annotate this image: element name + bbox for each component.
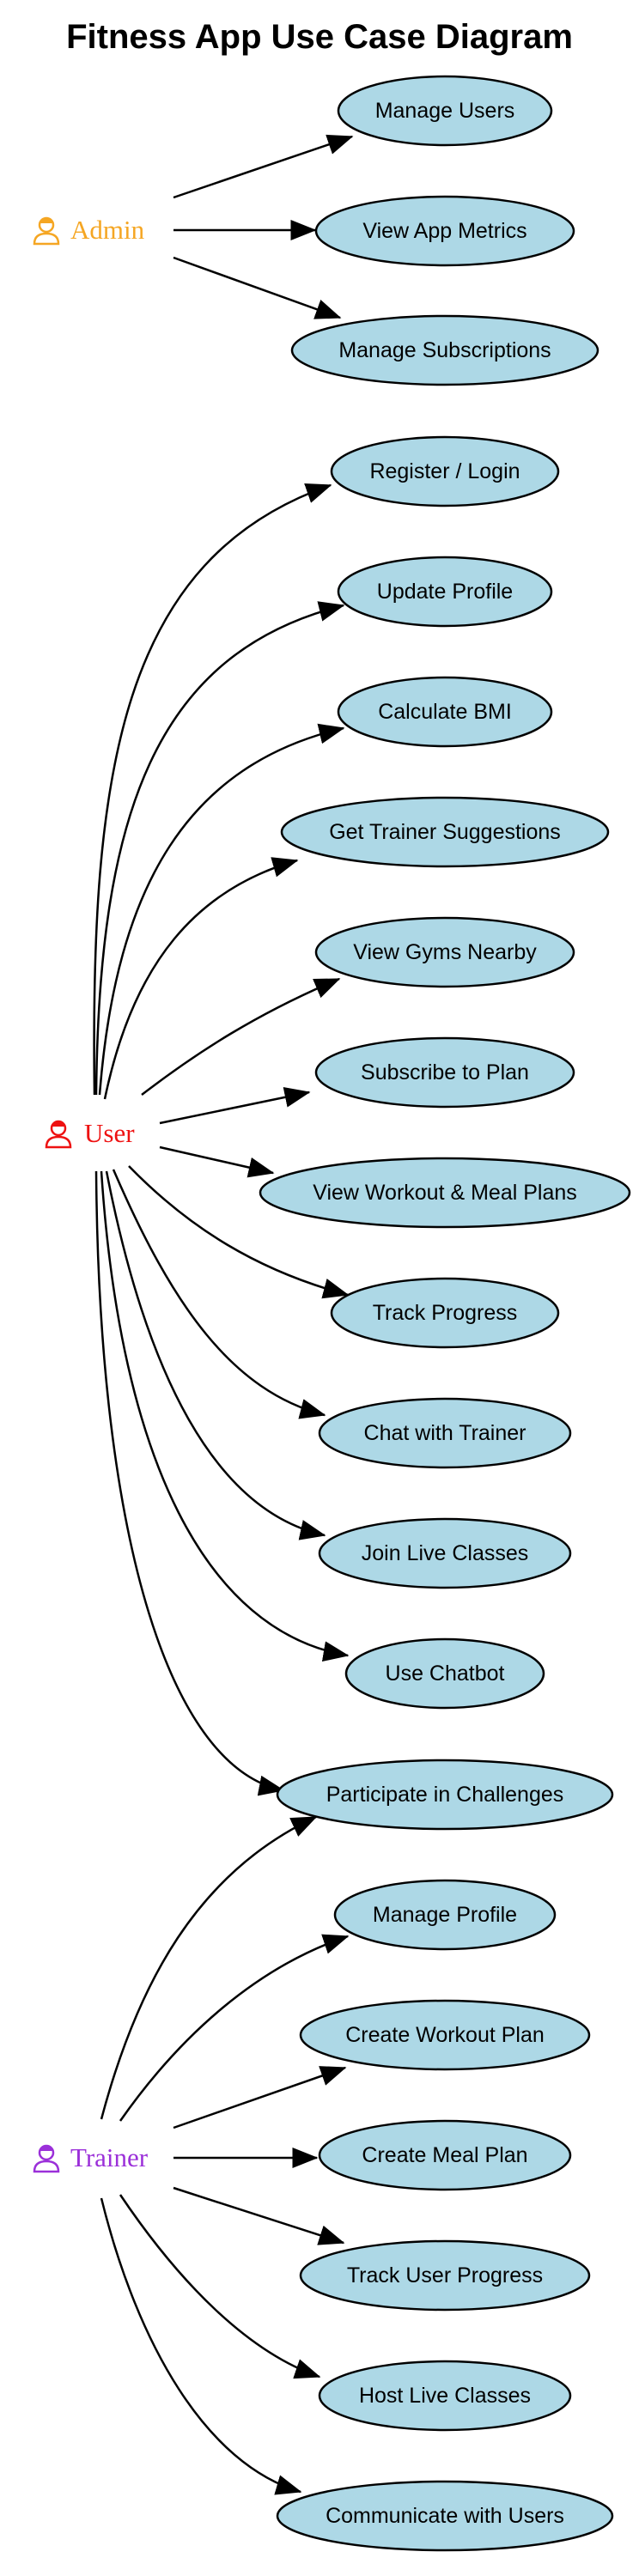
use-case-ellipse [337,75,553,147]
use-case-ellipse [318,1517,572,1589]
edge-user-to-track-progress [128,1165,350,1299]
edge-trainer-to-host-live-classes [119,2194,321,2379]
edge-user-to-participate-in-challenges [94,1170,285,1796]
use-case-label: Create Meal Plan [362,2143,527,2167]
use-case-view-workout-meal-plans[interactable]: View Workout & Meal Plans [259,1157,631,1229]
use-case-ellipse [318,2360,572,2432]
use-case-manage-users[interactable]: Manage Users [337,75,553,147]
actor-trainer[interactable]: Trainer [33,2142,149,2173]
use-case-ellipse [330,1277,560,1349]
use-case-track-progress[interactable]: Track Progress [330,1277,560,1349]
use-case-label: Participate in Challenges [326,1783,564,1807]
use-case-update-profile[interactable]: Update Profile [337,556,553,628]
use-case-ellipse [333,1879,557,1951]
edge-user-to-view-workout-meal-plans [159,1145,275,1178]
use-case-ellipse [276,2480,614,2552]
use-case-view-gyms-nearby[interactable]: View Gyms Nearby [314,916,575,988]
use-case-label: View Workout & Meal Plans [313,1181,577,1205]
use-case-label: Create Workout Plan [345,2023,545,2047]
use-case-ellipse [299,2239,591,2312]
use-case-label: Chat with Trainer [364,1421,526,1445]
use-case-communicate-with-users[interactable]: Communicate with Users [276,2480,614,2552]
use-case-label: Update Profile [377,580,513,604]
person-icon [33,2144,60,2173]
edge-trainer-to-participate-in-challenges [100,1815,318,2120]
use-case-manage-subscriptions[interactable]: Manage Subscriptions [290,314,599,386]
use-case-label: Communicate with Users [326,2504,564,2528]
use-case-label: View Gyms Nearby [353,940,537,964]
use-case-ellipse [299,1999,591,2071]
use-case-ellipse [318,2119,572,2191]
use-case-manage-profile[interactable]: Manage Profile [333,1879,557,1951]
use-case-ellipse [314,916,575,988]
use-case-ellipse [330,435,560,507]
use-case-ellipse [344,1637,545,1710]
actor-label: Trainer [70,2142,149,2172]
edge-trainer-to-track-user-progress [173,2186,345,2245]
use-case-ellipse [318,1397,572,1469]
edge-admin-to-manage-subscriptions [173,256,342,319]
use-case-label: View App Metrics [362,219,526,243]
actor-user[interactable]: User [45,1118,135,1149]
person-icon [45,1120,72,1149]
actor-label: Admin [70,215,145,245]
use-case-calculate-bmi[interactable]: Calculate BMI [337,676,553,748]
use-case-ellipse [337,676,553,748]
use-case-ellipse [337,556,553,628]
use-case-participate-in-challenges[interactable]: Participate in Challenges [276,1759,614,1831]
use-case-ellipse [280,796,610,868]
edge-user-to-join-live-classes [105,1170,326,1540]
edge-trainer-to-manage-profile [119,1934,350,2122]
edge-user-to-get-trainer-suggestions [103,857,299,1100]
use-case-ellipse [290,314,599,386]
use-case-create-meal-plan[interactable]: Create Meal Plan [318,2119,572,2191]
use-case-label: Manage Subscriptions [338,338,551,362]
edge-trainer-to-create-workout-plan [173,2066,347,2129]
use-case-host-live-classes[interactable]: Host Live Classes [318,2360,572,2432]
use-case-view-app-metrics[interactable]: View App Metrics [314,195,575,267]
use-case-label: Get Trainer Suggestions [329,820,561,844]
use-case-label: Calculate BMI [378,700,512,724]
edge-user-to-use-chatbot [100,1170,350,1662]
use-case-ellipse [276,1759,614,1831]
edge-user-to-calculate-bmi [98,723,345,1096]
use-case-label: Manage Profile [373,1903,517,1927]
use-case-label: Host Live Classes [359,2384,531,2408]
edge-trainer-to-communicate-with-users [100,2197,302,2495]
edge-user-to-chat-with-trainer [112,1169,326,1419]
use-case-ellipse [314,195,575,267]
use-case-get-trainer-suggestions[interactable]: Get Trainer Suggestions [280,796,610,868]
edge-user-to-update-profile [94,601,345,1096]
edge-user-to-subscribe-to-plan [159,1087,311,1125]
diagram-title: Fitness App Use Case Diagram [66,18,573,56]
edge-user-to-view-gyms-nearby [141,977,341,1096]
person-icon [33,216,60,246]
use-case-label: Join Live Classes [362,1541,529,1565]
use-case-subscribe-to-plan[interactable]: Subscribe to Plan [314,1036,575,1109]
use-case-label: Use Chatbot [386,1662,505,1686]
edge-admin-to-manage-users [173,134,354,199]
use-case-ellipse [314,1036,575,1109]
use-case-label: Subscribe to Plan [361,1060,529,1084]
use-case-label: Track User Progress [347,2263,543,2287]
use-case-create-workout-plan[interactable]: Create Workout Plan [299,1999,591,2071]
use-case-chat-with-trainer[interactable]: Chat with Trainer [318,1397,572,1469]
use-case-label: Manage Users [375,99,515,123]
use-case-label: Register / Login [369,459,520,483]
use-case-register-login[interactable]: Register / Login [330,435,560,507]
actor-label: User [84,1118,135,1148]
edge-user-to-register-login [93,483,332,1096]
actor-admin[interactable]: Admin [33,215,145,246]
use-case-label: Track Progress [373,1301,518,1325]
use-case-track-user-progress[interactable]: Track User Progress [299,2239,591,2312]
use-case-join-live-classes[interactable]: Join Live Classes [318,1517,572,1589]
use-case-ellipse [259,1157,631,1229]
edges-layer [93,134,354,2495]
use-case-use-chatbot[interactable]: Use Chatbot [344,1637,545,1710]
